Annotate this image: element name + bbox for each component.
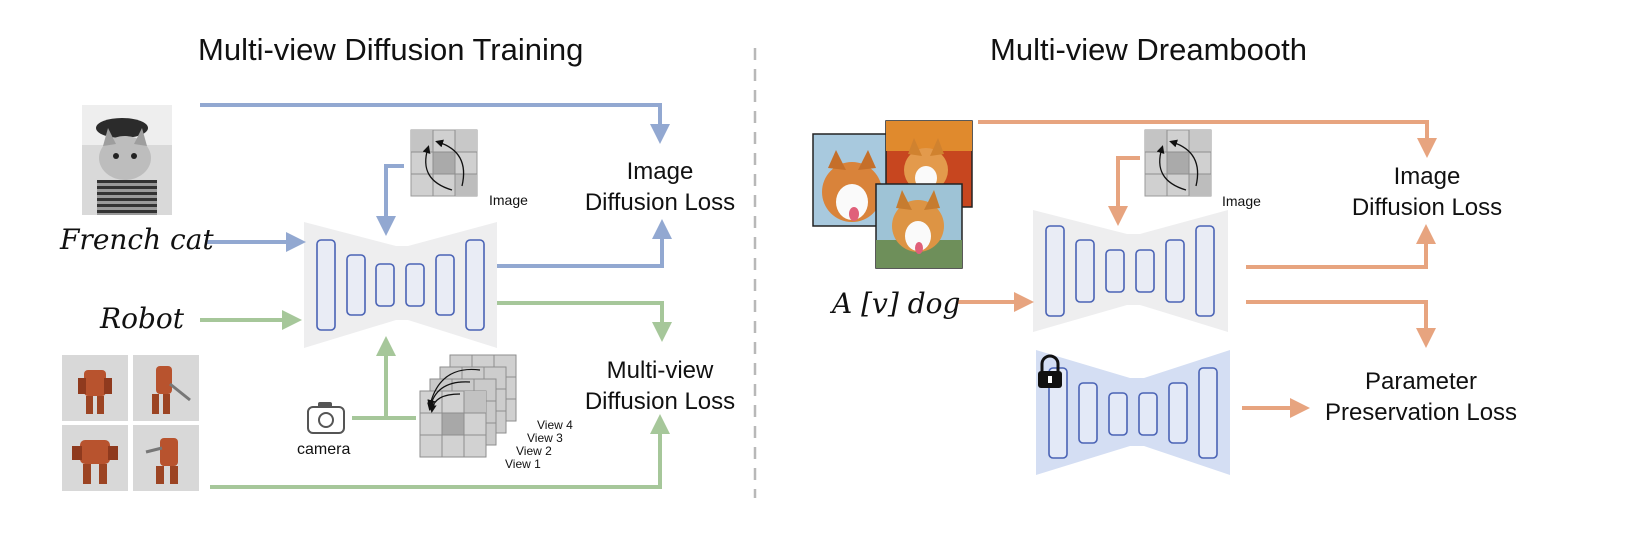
unet-train bbox=[304, 222, 497, 348]
latent-grid-multiview bbox=[419, 354, 517, 458]
view-label-3: View 3 bbox=[527, 431, 563, 445]
arrows-orange bbox=[958, 120, 1437, 418]
loss-image-left-line1: Image bbox=[626, 158, 694, 185]
image-tag-right: Image bbox=[1222, 193, 1261, 209]
robot-photos bbox=[62, 355, 199, 491]
arrows-blue bbox=[200, 103, 672, 268]
prompt-robot: Robot bbox=[100, 302, 184, 335]
view-label-1: View 1 bbox=[505, 457, 541, 471]
loss-multiview-line2: Diffusion Loss bbox=[584, 388, 736, 415]
latent-grid-image-right bbox=[1144, 129, 1212, 197]
prompt-dog: A [v] dog bbox=[832, 287, 961, 320]
robot-photo-2 bbox=[133, 355, 199, 421]
cat-photo bbox=[82, 105, 172, 215]
title-right: Multi-view Dreambooth bbox=[990, 32, 1307, 67]
dog-photo-3 bbox=[875, 183, 963, 269]
camera-label: camera bbox=[297, 441, 351, 458]
camera-icon bbox=[307, 402, 345, 434]
loss-param: Parameter Preservation Loss bbox=[1310, 366, 1532, 428]
loss-image-right-line1: Image bbox=[1393, 163, 1461, 190]
loss-image-right: Image Diffusion Loss bbox=[1327, 161, 1527, 223]
view-label-4: View 4 bbox=[537, 418, 573, 432]
dog-photos bbox=[812, 120, 973, 269]
dog-photo-1 bbox=[812, 133, 899, 227]
image-tag-left: Image bbox=[489, 192, 528, 208]
latent-grid-image bbox=[410, 129, 478, 197]
robot-photo-4 bbox=[133, 425, 199, 491]
loss-multiview-line1: Multi-view bbox=[606, 357, 714, 384]
loss-param-line1: Parameter bbox=[1364, 368, 1478, 395]
unet-dreambooth bbox=[1033, 210, 1228, 332]
title-left: Multi-view Diffusion Training bbox=[198, 32, 584, 67]
loss-image-left-line2: Diffusion Loss bbox=[584, 189, 736, 216]
prompt-french-cat: French cat bbox=[60, 223, 214, 256]
loss-image-right-line2: Diffusion Loss bbox=[1351, 194, 1503, 221]
robot-photo-1 bbox=[62, 355, 128, 421]
view-label-2: View 2 bbox=[516, 444, 552, 458]
lock-icon bbox=[1038, 354, 1062, 388]
arrows-green bbox=[200, 301, 672, 489]
unet-frozen bbox=[1036, 350, 1230, 475]
loss-image-left: Image Diffusion Loss bbox=[560, 156, 760, 218]
robot-photo-3 bbox=[62, 425, 128, 491]
loss-param-line2: Preservation Loss bbox=[1324, 399, 1518, 426]
loss-multiview: Multi-view Diffusion Loss bbox=[560, 355, 760, 417]
